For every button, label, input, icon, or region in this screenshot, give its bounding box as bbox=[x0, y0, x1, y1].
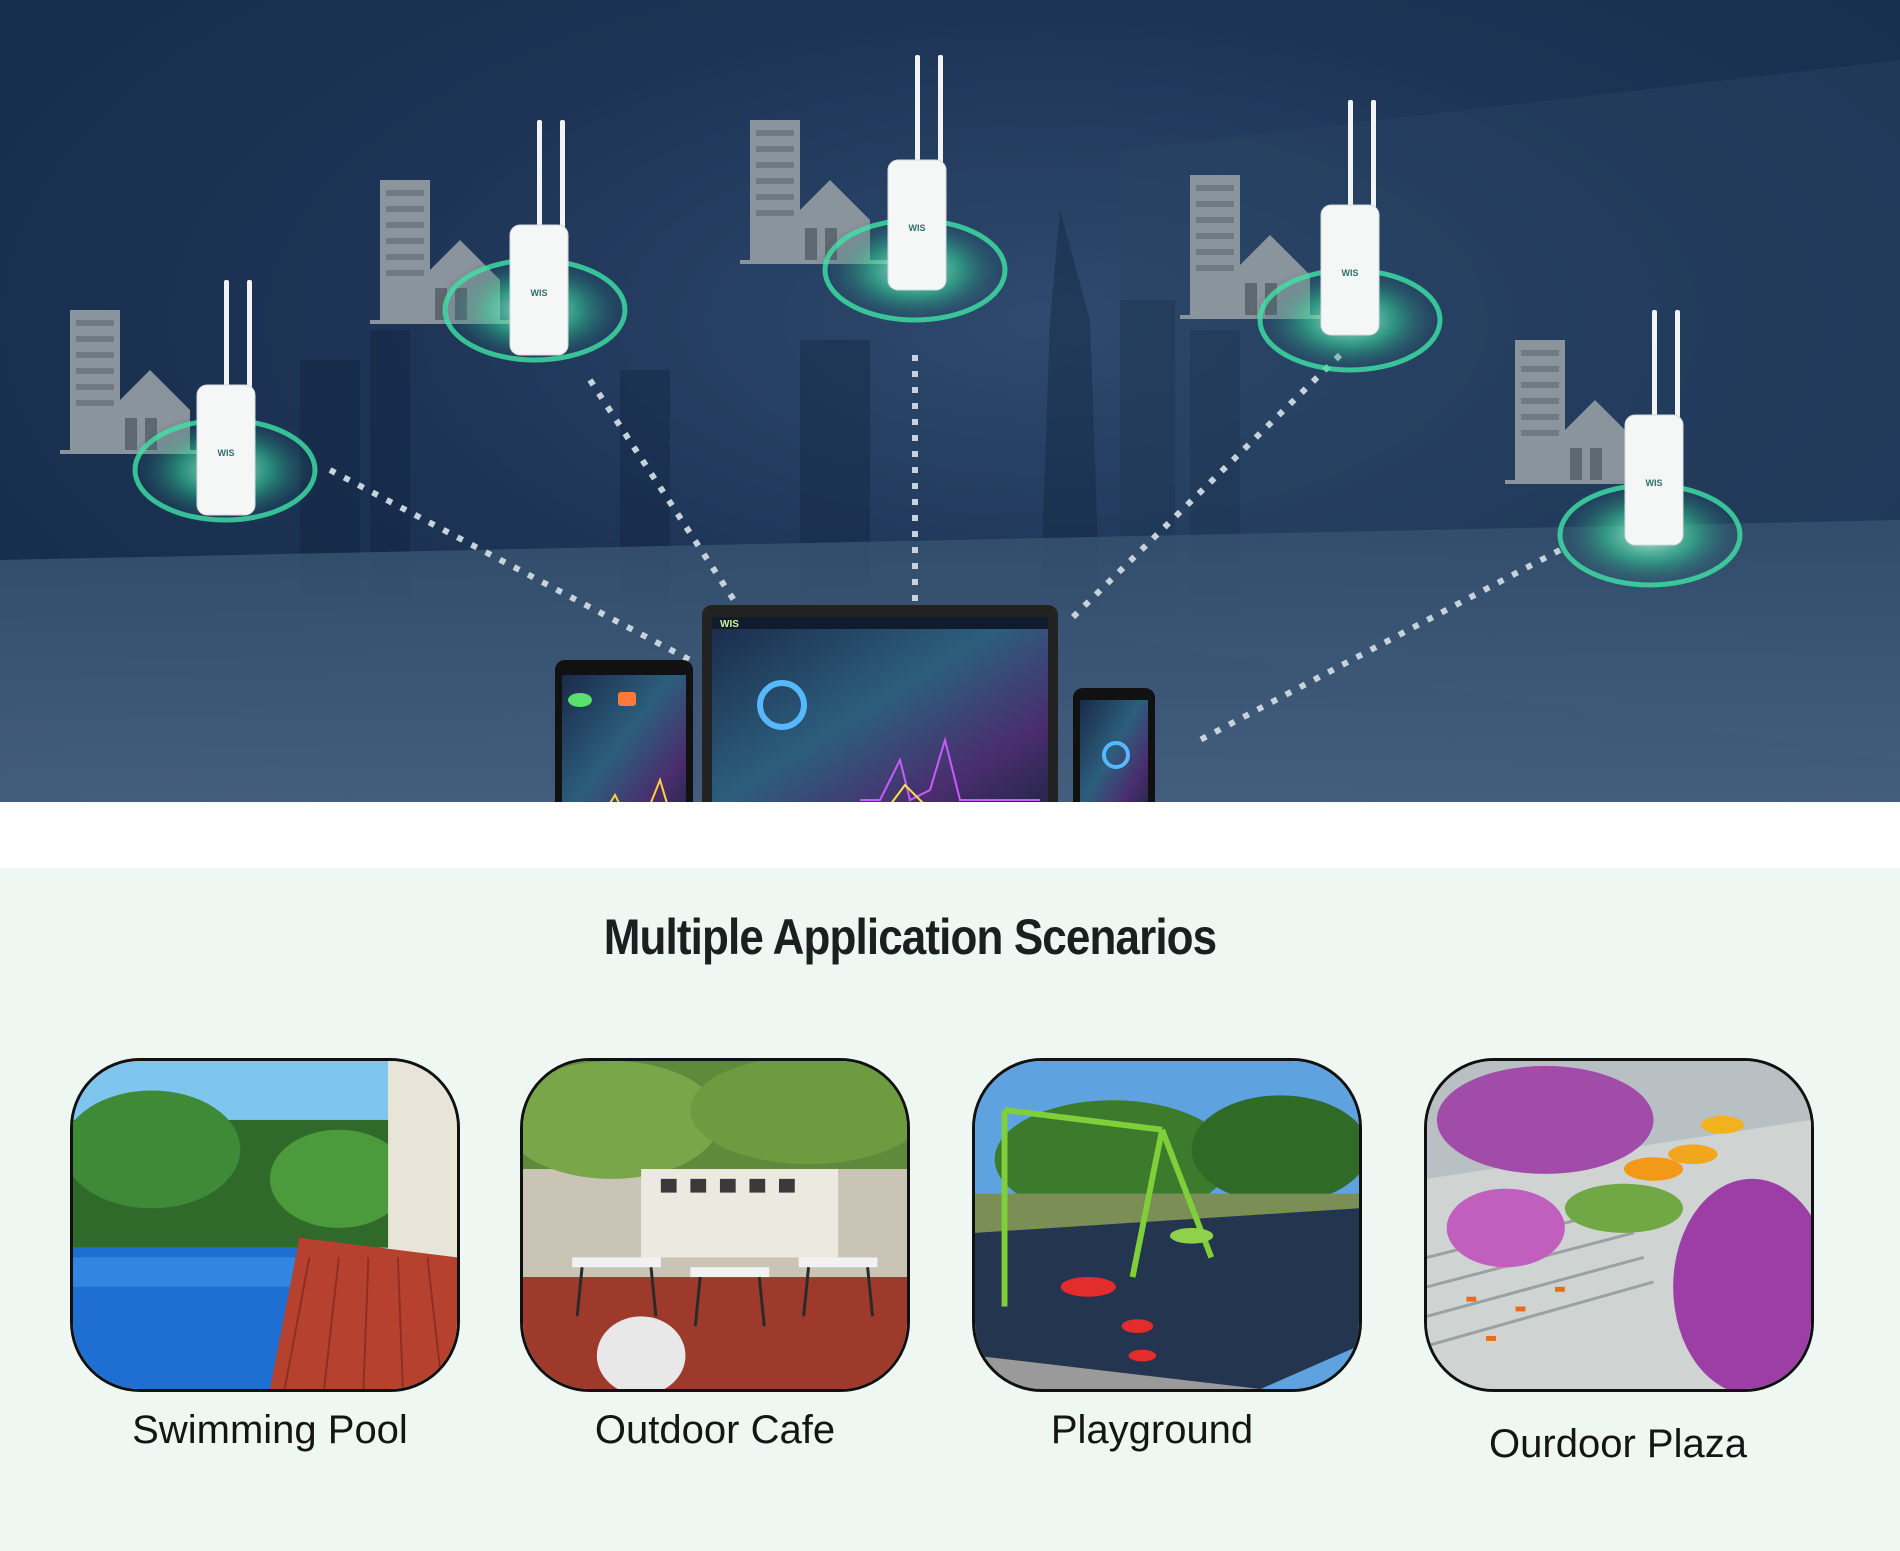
ap-brand-4: WIS bbox=[1342, 268, 1359, 278]
pool-photo bbox=[70, 1058, 460, 1392]
ap-brand-2: WIS bbox=[531, 288, 548, 298]
laptop-icon: WIS bbox=[702, 605, 1058, 802]
ap-brand-5: WIS bbox=[1646, 478, 1663, 488]
laptop-brand: WIS bbox=[720, 619, 739, 630]
connection-lines bbox=[328, 352, 1562, 743]
signal-glows bbox=[125, 212, 1750, 593]
scenario-card-plaza bbox=[1424, 1058, 1814, 1392]
ap-brand-3: WIS bbox=[909, 223, 926, 233]
plaza-photo bbox=[1424, 1058, 1814, 1392]
phone-icon bbox=[1073, 688, 1155, 802]
playground-photo bbox=[972, 1058, 1362, 1392]
network-illustration: WIS WIS WIS WIS WIS WIS bbox=[0, 54, 1900, 802]
access-point-icon: WIS bbox=[1320, 99, 1380, 336]
scenario-label-plaza: Ourdoor Plaza bbox=[1489, 1422, 1747, 1466]
scenario-label-pool: Swimming Pool bbox=[132, 1408, 408, 1452]
scenario-label-cafe: Outdoor Cafe bbox=[594, 1408, 836, 1452]
access-point-icon: WIS bbox=[196, 279, 256, 516]
access-point-icon: WIS bbox=[887, 54, 947, 291]
cafe-photo bbox=[520, 1058, 910, 1392]
divider-strip bbox=[0, 802, 1900, 868]
scenario-card-pool bbox=[70, 1058, 460, 1392]
access-point-icon: WIS bbox=[1624, 309, 1684, 546]
tablet-icon bbox=[555, 660, 693, 802]
scenario-card-playground bbox=[972, 1058, 1362, 1392]
scenario-label-playground: Playground bbox=[1050, 1408, 1254, 1452]
access-point-icon: WIS bbox=[509, 119, 569, 356]
scenario-card-cafe bbox=[520, 1058, 910, 1392]
hero-banner: WIS WIS WIS WIS WIS WIS bbox=[0, 0, 1900, 802]
ap-brand-1: WIS bbox=[218, 448, 235, 458]
section-title: Multiple Application Scenarios bbox=[603, 909, 1217, 965]
